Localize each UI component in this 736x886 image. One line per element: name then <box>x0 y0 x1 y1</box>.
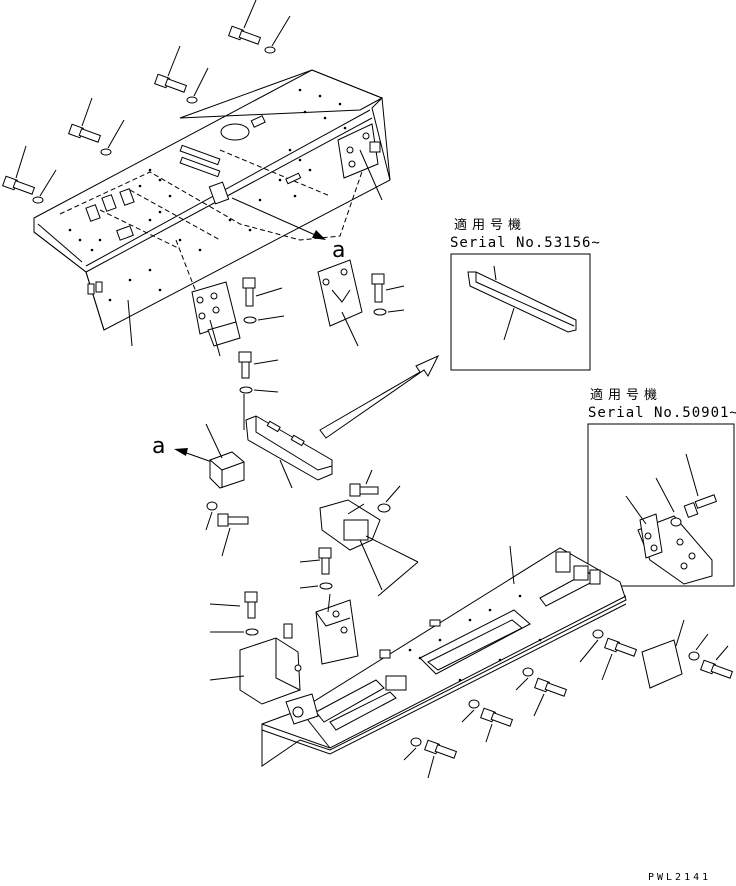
drawing-code: PWL2141 <box>648 872 712 883</box>
hex-bolt-icon <box>68 97 102 143</box>
hex-bolt-icon <box>238 351 279 379</box>
hex-bolt-icon <box>2 145 36 195</box>
inset-right-serial-label: Serial No.50901~ <box>588 405 736 421</box>
upper-floor-plate <box>33 69 391 347</box>
hex-bolt-icon <box>424 739 458 759</box>
lower-main-frame <box>261 545 627 767</box>
callout-a-top: a <box>332 238 346 263</box>
callout-a-arrow-top <box>231 197 326 240</box>
right-support-bracket <box>317 259 405 347</box>
hex-bolt-icon <box>242 277 283 307</box>
callout-a-left: a <box>152 434 166 459</box>
hex-bolt-icon <box>480 707 514 727</box>
hex-bolt-icon <box>244 591 258 619</box>
hex-bolt-icon <box>217 513 249 527</box>
callout-a-arrow-left <box>174 448 213 463</box>
floor-plate-bolt-set <box>2 0 383 204</box>
hex-bolt-icon <box>534 677 568 697</box>
inset-right-box <box>587 423 735 587</box>
inset-reference-arrow <box>319 354 440 439</box>
hex-bolt-icon <box>349 483 379 497</box>
inset-top-box <box>450 253 591 371</box>
inset-top-serial-label: Serial No.53156~ <box>450 235 601 251</box>
hex-bolt-icon <box>371 273 405 303</box>
hex-bolt-icon <box>154 45 188 93</box>
lower-mid-bracket <box>299 547 359 665</box>
hex-bolt-icon <box>700 659 734 679</box>
hex-bolt-icon <box>604 637 638 657</box>
hex-bolt-icon <box>683 494 718 518</box>
middle-cross-member <box>205 351 419 597</box>
hex-bolt-icon <box>228 0 262 45</box>
left-support-bracket <box>175 239 285 357</box>
hex-bolt-icon <box>318 547 332 575</box>
lower-frame-bolt-set <box>403 619 734 779</box>
inset-top-applicability-label: 適用号機 <box>454 218 527 233</box>
inset-right-applicability-label: 適用号機 <box>590 388 663 403</box>
lower-left-bracket <box>209 591 302 705</box>
